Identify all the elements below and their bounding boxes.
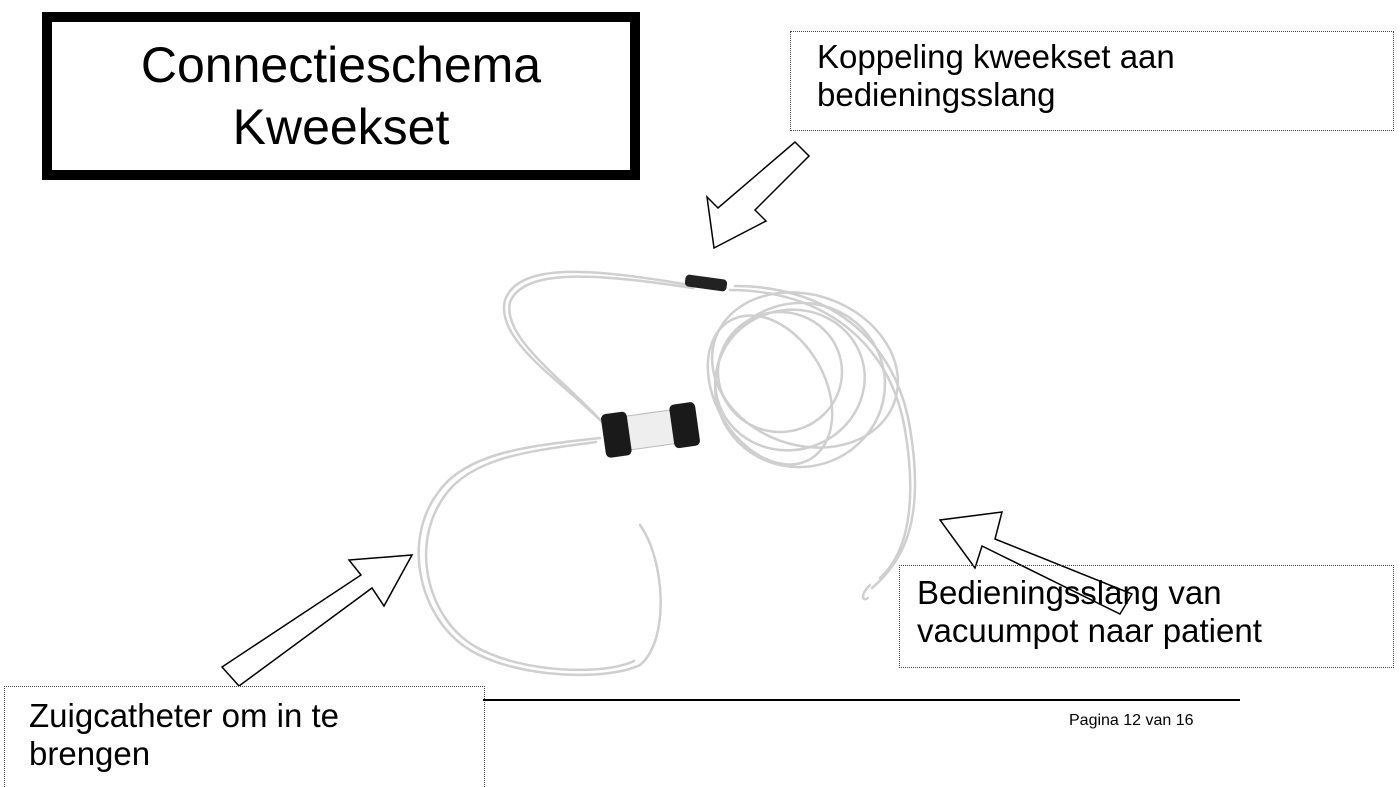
callout-suction-catheter: Zuigcatheter om in te brengen (4, 686, 485, 787)
arrow-icon (222, 555, 412, 686)
callout-connector-line-1: Koppeling kweekset aan (817, 38, 1393, 76)
callout-connector-line-2: bedieningsslang (817, 76, 1393, 114)
arrow-icon (707, 142, 809, 248)
callout-suction-catheter-line-2: brengen (29, 735, 484, 773)
callout-control-tube: Bedieningsslang van vacuumpot naar patie… (899, 565, 1394, 668)
callout-control-tube-line-2: vacuumpot naar patient (917, 612, 1393, 650)
callout-control-tube-line-1: Bedieningsslang van (917, 574, 1393, 612)
page-number: Pagina 12 van 16 (1069, 712, 1194, 730)
footer-divider (483, 699, 1240, 701)
title-line-1: Connectieschema (141, 34, 541, 96)
callout-connector: Koppeling kweekset aan bedieningsslang (790, 31, 1394, 131)
title-box: Connectieschema Kweekset (42, 12, 640, 180)
callout-suction-catheter-line-1: Zuigcatheter om in te (29, 697, 484, 735)
title-line-2: Kweekset (233, 96, 450, 158)
